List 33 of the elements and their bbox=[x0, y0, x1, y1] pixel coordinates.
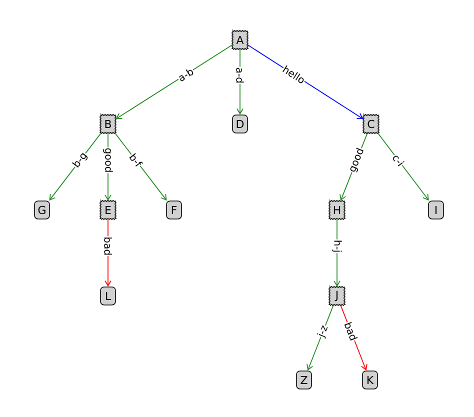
arrow bbox=[340, 304, 368, 371]
edge-label: c-i bbox=[390, 152, 406, 168]
leaf-node: K bbox=[362, 370, 378, 390]
edge-label: h-j bbox=[332, 239, 342, 254]
edge-label: b-f bbox=[128, 152, 144, 169]
arrow bbox=[378, 132, 429, 201]
edge-label: bad bbox=[104, 236, 112, 256]
edge-label: a-d bbox=[236, 66, 244, 84]
leaf-node: D bbox=[232, 114, 248, 134]
arrow bbox=[236, 48, 244, 115]
leaf-node: L bbox=[100, 286, 116, 306]
decision-node: E bbox=[99, 198, 118, 220]
arrow bbox=[114, 132, 167, 201]
decision-node: H bbox=[328, 198, 346, 220]
edge-label: a-b bbox=[176, 66, 196, 83]
decision-node: A bbox=[231, 28, 250, 50]
arrow bbox=[104, 218, 112, 287]
decision-node: J bbox=[328, 284, 346, 306]
edge-label: b-g bbox=[70, 150, 90, 170]
arrow bbox=[49, 132, 102, 201]
edge-label: bad bbox=[343, 320, 359, 342]
leaf-node: G bbox=[34, 200, 50, 220]
edge-label: good bbox=[102, 147, 114, 174]
edge-label: good bbox=[346, 146, 366, 174]
leaf-node: Z bbox=[296, 370, 312, 390]
arrow bbox=[334, 218, 340, 287]
decision-node: B bbox=[99, 112, 118, 134]
leaf-node: F bbox=[166, 200, 182, 220]
leaf-node: I bbox=[428, 200, 444, 220]
decision-node: C bbox=[362, 112, 380, 134]
edge-label: j-z bbox=[316, 324, 330, 340]
arrow bbox=[116, 44, 233, 120]
arrow bbox=[306, 304, 334, 371]
